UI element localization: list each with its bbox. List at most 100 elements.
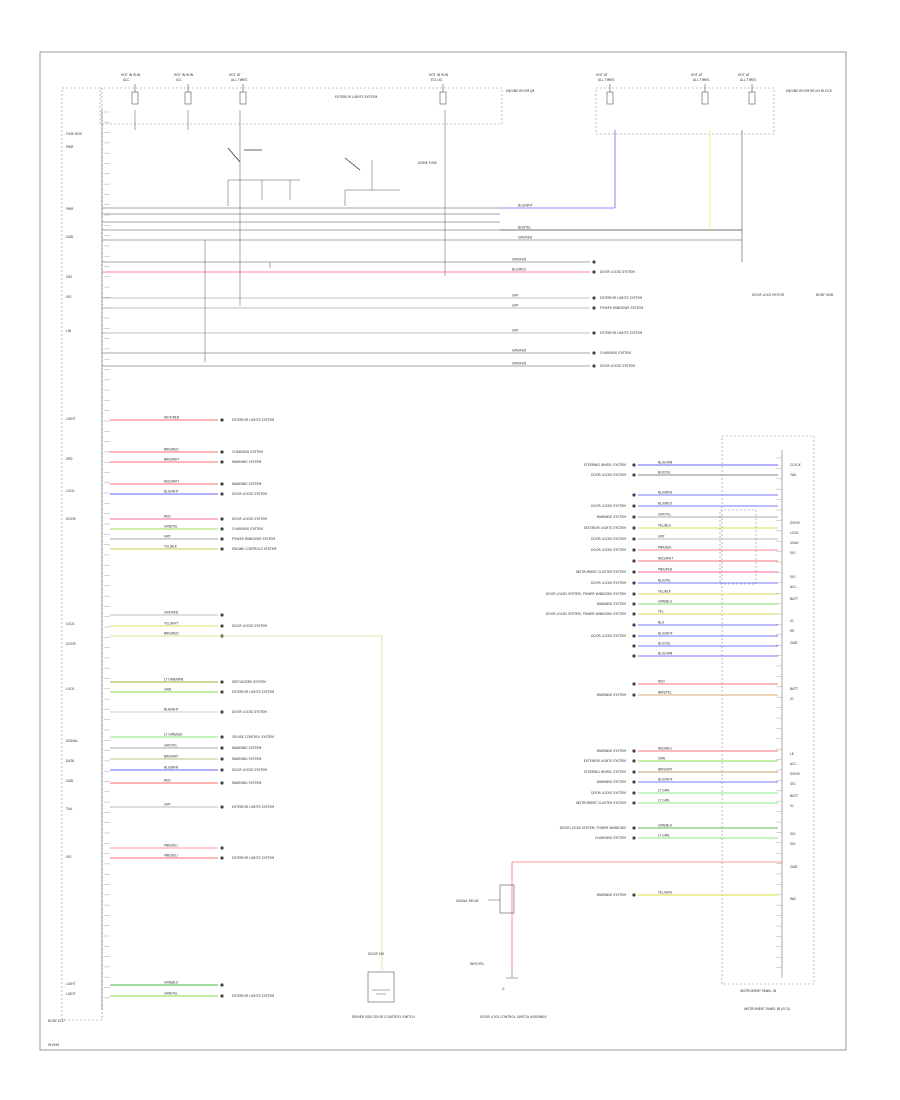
right-wire: BLU/BRN bbox=[632, 491, 778, 497]
right-wire-label: BLK/YEL bbox=[658, 471, 671, 475]
right-connector-box bbox=[721, 435, 815, 985]
left-side-label: SIG bbox=[66, 295, 72, 299]
branch-wire-label: GRY bbox=[512, 304, 518, 308]
right-wire-label: GRN/BLK bbox=[658, 824, 673, 828]
right-wire-source: DOOR LOCKS SYSTEM bbox=[591, 548, 626, 552]
left-side-label: LIGHT bbox=[66, 992, 76, 996]
right-wire-source: DOOR LOCKS SYSTEM bbox=[591, 581, 626, 585]
fuse-label: HOT AT bbox=[596, 73, 608, 77]
right-side-label: DOOR bbox=[790, 772, 800, 776]
left-wire-destination: EXTERIOR LIGHTS SYSTEM bbox=[232, 856, 275, 860]
right-wire-source: EXTERIOR LIGHTS SYSTEM bbox=[584, 526, 627, 530]
right-wire: RED/WHT bbox=[632, 557, 778, 563]
left-wire-destination: DEFOGGERS SYSTEM bbox=[232, 680, 266, 684]
branch-destination: EXTERIOR LIGHTS SYSTEM bbox=[600, 331, 643, 335]
relay-block-label: ENGINE ROOM RELAY BLOCK bbox=[786, 89, 833, 93]
right-side-label: LOCK bbox=[790, 531, 799, 535]
branch-wire-label: BLU/RED bbox=[512, 268, 526, 272]
fuse-sublabel: ACC bbox=[123, 78, 130, 82]
left-wire-label: GRY bbox=[164, 535, 170, 539]
right-wire-label: BLU/GRN bbox=[658, 652, 673, 656]
right-wire-label: BRN/GRY bbox=[658, 768, 672, 772]
left-wire-destination: WARNING SYSTEM bbox=[232, 781, 262, 785]
door-switch-caption: DRIVER SIDE DOOR COURTESY SWITCH bbox=[352, 1015, 415, 1019]
right-wire-label: BLU/YEL bbox=[658, 579, 671, 583]
right-wire-label: BLU bbox=[658, 621, 665, 625]
left-side-label: PWR bbox=[66, 207, 74, 211]
fuse-sublabel: ECU-IG bbox=[431, 78, 443, 82]
right-side-label: SIG bbox=[790, 842, 796, 846]
left-pin-ticks bbox=[104, 111, 110, 999]
diagram-frame bbox=[39, 51, 847, 1051]
right-wire-source: DOOR LOCKS SYSTEM, POWER WINDOWS SYSTEM bbox=[546, 592, 626, 596]
left-wire: BRN/RED bbox=[110, 632, 224, 638]
right-wire-label: YEL/BLU bbox=[658, 524, 672, 528]
left-wire: GRN/BLU bbox=[110, 981, 224, 987]
right-wire-source: DOOR LOCKS SYSTEM bbox=[591, 537, 626, 541]
right-wire-label: BRN/YEL bbox=[658, 691, 672, 695]
fuse-label: HOT IN RUN bbox=[174, 73, 194, 77]
right-wire-source: DOOR LOCKS SYSTEM bbox=[591, 473, 626, 477]
right-side-label: CLOCK bbox=[790, 463, 802, 467]
junction-box-label: ENGINE ROOM J/B bbox=[506, 89, 534, 93]
branch-wire-label: GRY/RED bbox=[512, 362, 527, 366]
left-side-label: IGN bbox=[66, 275, 72, 279]
left-side-label: LIN bbox=[66, 329, 72, 333]
door-switch-label: DOOR SW bbox=[368, 952, 385, 956]
left-wire-destination: CHARGING SYSTEM bbox=[232, 527, 263, 531]
left-wire: GRY/RED bbox=[110, 611, 224, 617]
left-side-label: LOCK bbox=[66, 687, 75, 691]
right-side-labels: CLOCKTAILDOORLOCKUNLKSIGSIGACCBATTIGRRGN… bbox=[789, 463, 802, 901]
right-wire-label: YEL/BLK bbox=[658, 590, 672, 594]
right-side-label: ACC bbox=[790, 585, 797, 589]
right-wire-source: WARNING SYSTEM bbox=[597, 515, 627, 519]
left-wire-destination: DOOR LOCKS SYSTEM bbox=[232, 624, 267, 628]
left-wire-label: GRY/YEL bbox=[164, 744, 177, 748]
fuse-sublabel: ALL TIMES bbox=[693, 78, 709, 82]
right-side-label: RR bbox=[790, 629, 795, 633]
right-wire-label: BLU/RED bbox=[658, 502, 672, 506]
right-side-label: BATT bbox=[790, 794, 798, 798]
right-wire-label: RED/BLU bbox=[658, 747, 673, 751]
left-wire-label: GRY/RED bbox=[164, 611, 179, 615]
branch-wire-label: GRY bbox=[512, 329, 518, 333]
right-side-label: TAIL bbox=[789, 473, 797, 477]
exterior-lights-note: EXTERIOR LIGHTS SYSTEM bbox=[335, 95, 378, 99]
right-wire-label: YEL bbox=[658, 610, 664, 614]
fuse-label: HOT AT bbox=[229, 73, 241, 77]
left-wire-label: GRN/BLU bbox=[164, 981, 179, 985]
fuse-label: HOT AT bbox=[691, 73, 703, 77]
left-wire-label: BRN/GRY bbox=[164, 755, 178, 759]
left-wire-label: PNK/BLU bbox=[164, 844, 178, 848]
page-code: W1999 bbox=[48, 1043, 59, 1047]
right-wire-source: WARNING SYSTEM bbox=[597, 780, 627, 784]
right-side-label: GND bbox=[790, 865, 798, 869]
left-wire-label: BRN/WHT bbox=[164, 458, 179, 462]
right-side-label: ACC bbox=[790, 762, 797, 766]
right-side-label: SIG bbox=[790, 782, 796, 786]
branch-wire-label: GRY/RED bbox=[512, 349, 527, 353]
